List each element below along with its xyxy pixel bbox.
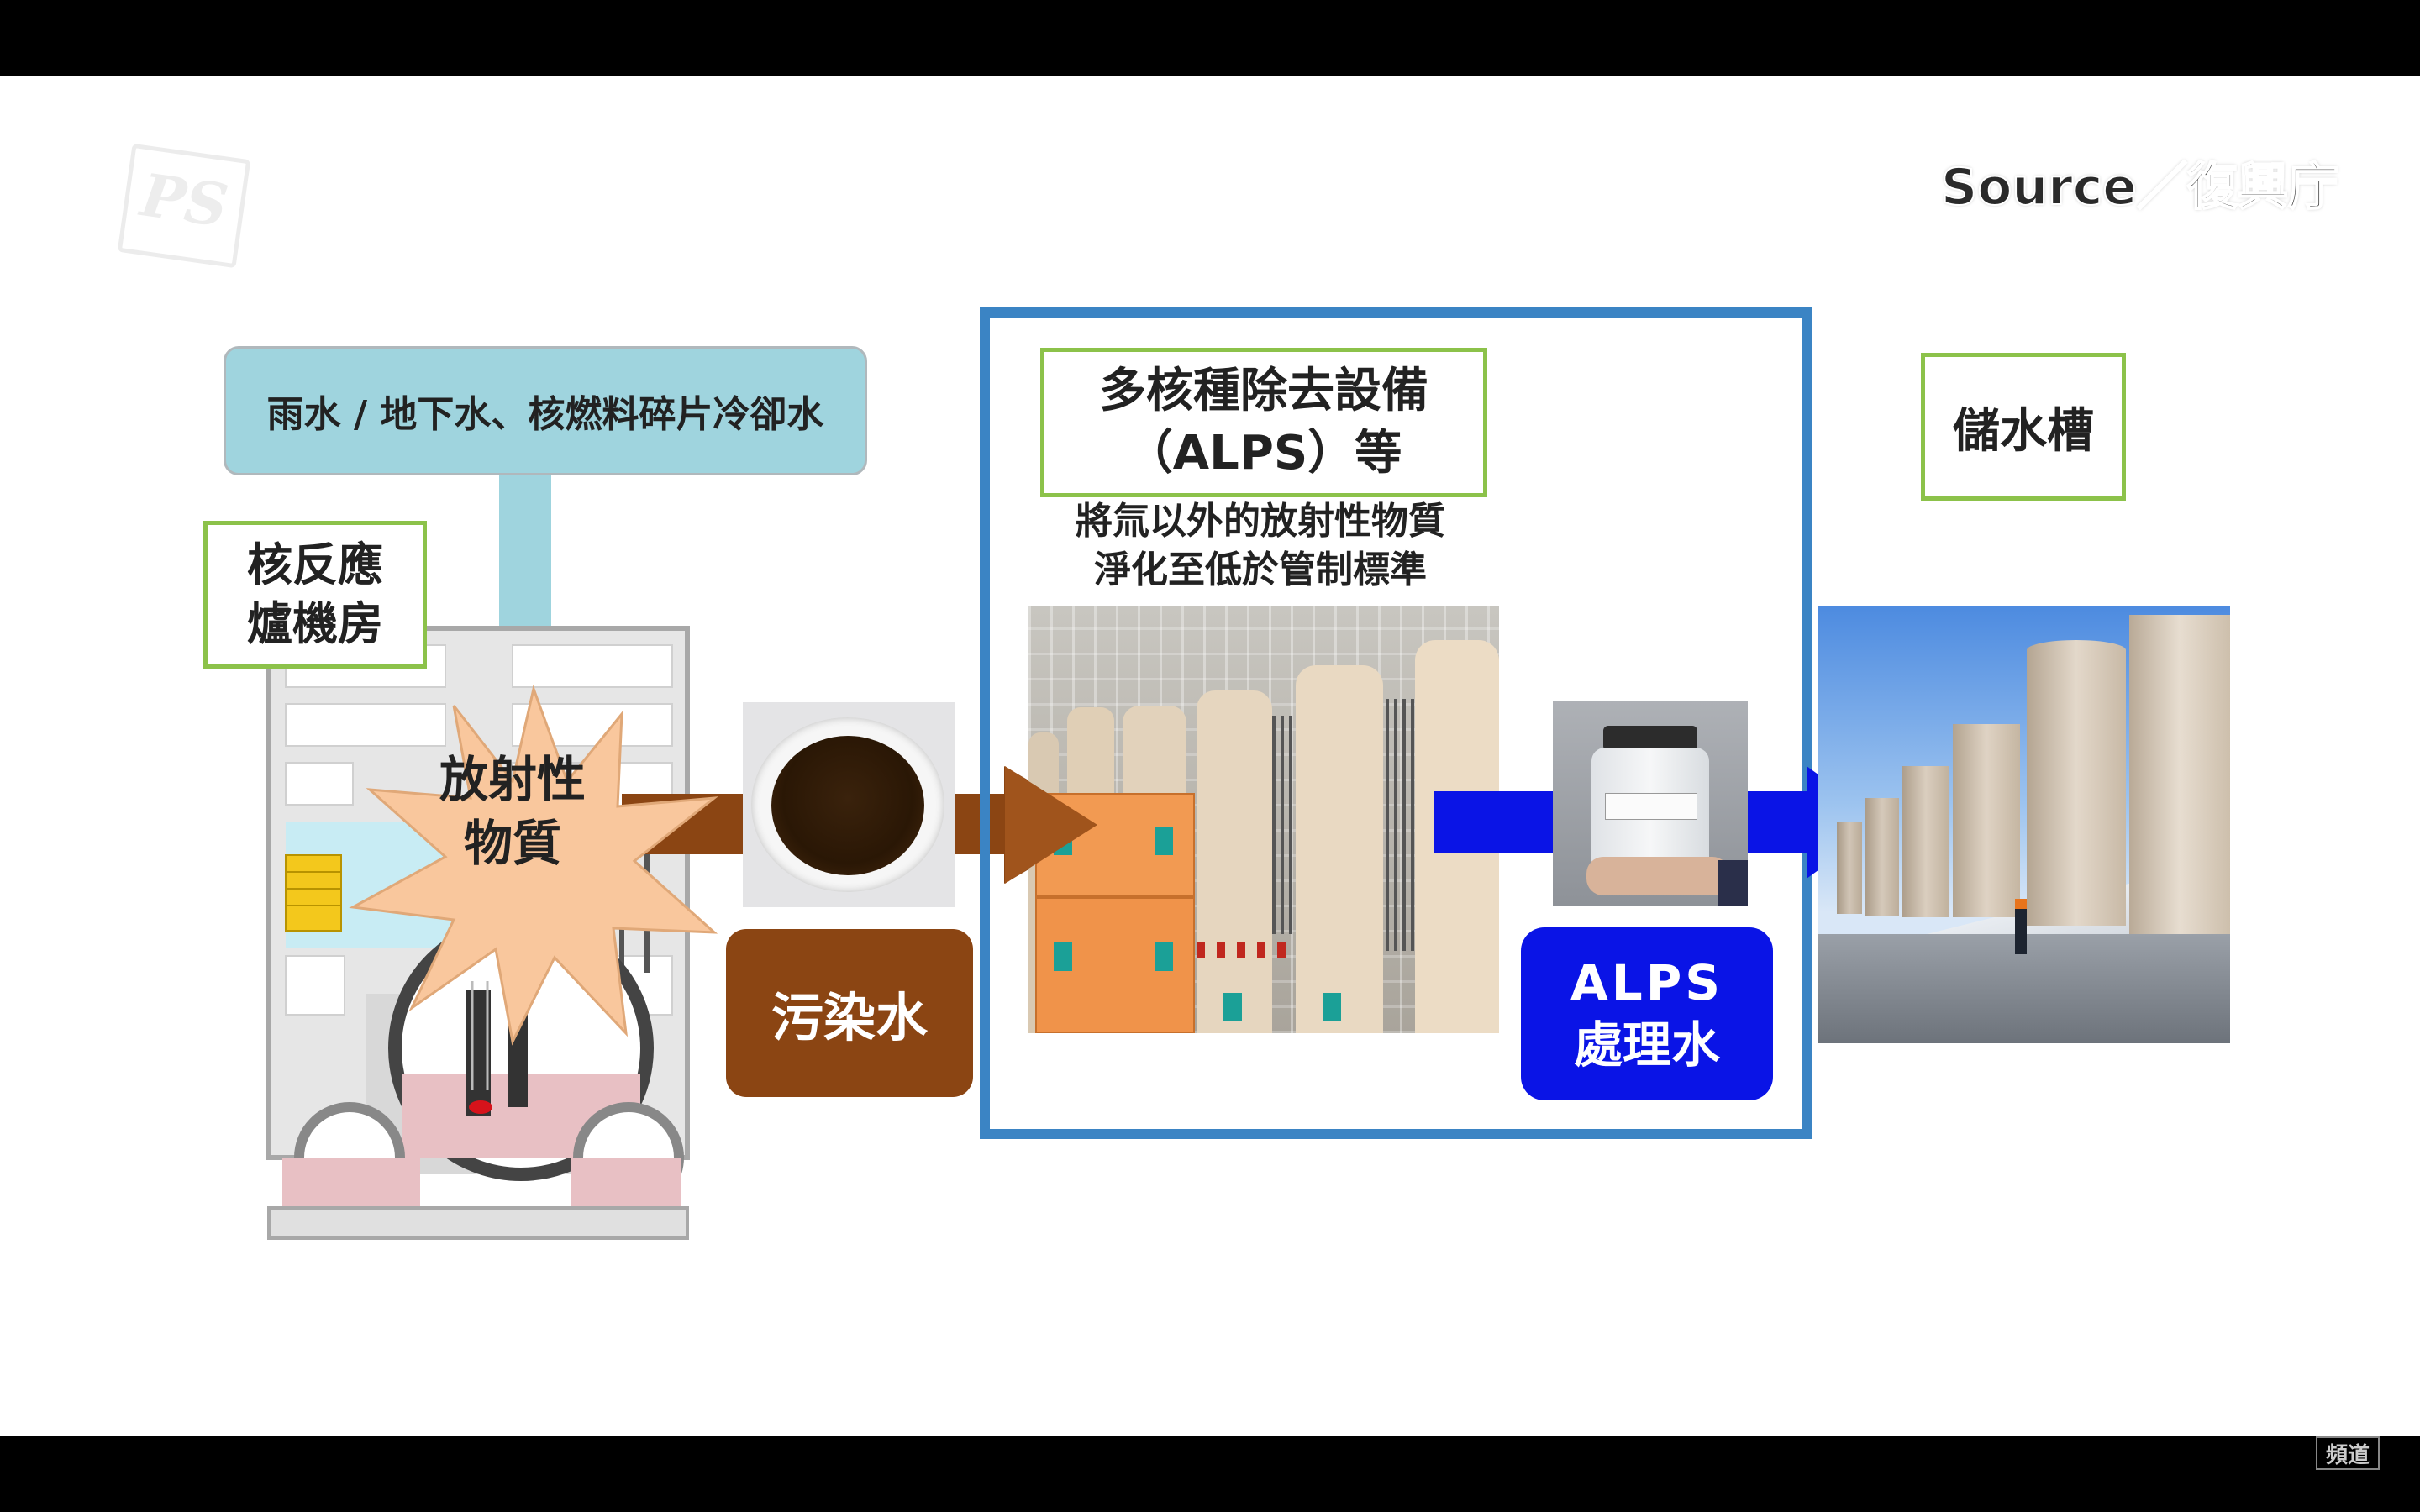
treated-water-photo [1553, 701, 1748, 906]
alps-green-tag-3 [1054, 942, 1072, 971]
radioactive-label: 放射性 物質 [403, 748, 622, 875]
alps-red-valves [1197, 942, 1297, 958]
tank-4 [1902, 766, 1949, 917]
alps-title-box: 多核種除去設備 （ALPS）等 [1040, 348, 1487, 497]
radioactive-line2: 物質 [463, 815, 561, 872]
reactor-building-label: 核反應 爐機房 [203, 521, 427, 669]
bowl-water [771, 736, 924, 875]
alps-pipes-2 [1386, 699, 1414, 951]
alps-frame [980, 307, 1812, 1139]
tank-3 [1953, 724, 2020, 917]
treated-water-line2: 處理水 [1573, 1016, 1720, 1074]
sleeve [1718, 860, 1748, 906]
contaminated-water-badge: 污染水 [726, 929, 973, 1097]
alps-green-tag-2 [1155, 827, 1173, 855]
channel-badge: 頻道 [2316, 1436, 2380, 1470]
ps-logo-letters: PS [136, 160, 233, 241]
alps-green-tag-5 [1223, 993, 1242, 1021]
reactor-building-line2: 爐機房 [247, 597, 383, 650]
alps-pipes [1272, 716, 1297, 934]
tank-2 [2027, 640, 2126, 926]
tank-6 [1837, 822, 1862, 914]
contaminated-water-photo [743, 702, 955, 907]
diagram-canvas: PS Source／復興庁 雨水 / 地下水、核燃料碎片冷卻水 [0, 76, 2420, 1436]
source-label: Source／復興庁 [1940, 157, 2339, 218]
tank-1 [2129, 615, 2230, 934]
tank-5 [1865, 798, 1899, 916]
channel-badge-text: 頻道 [2325, 1442, 2370, 1468]
alps-equipment-photo [1028, 606, 1499, 1033]
storage-tank-text: 儲水槽 [1953, 403, 2094, 459]
alps-green-tag-4 [1155, 942, 1173, 971]
treated-water-line1: ALPS [1570, 954, 1724, 1011]
alps-tank-4 [1197, 690, 1272, 1033]
alps-title-line1: 多核種除去設備 [1099, 364, 1428, 418]
inflow-label: 雨水 / 地下水、核燃料碎片冷卻水 [266, 393, 824, 436]
alps-description: 將氚以外的放射性物質 淨化至低於管制標準 [1025, 497, 1496, 595]
radioactive-burst [349, 684, 718, 1046]
worker [2015, 899, 2027, 954]
inflow-box: 雨水 / 地下水、核燃料碎片冷卻水 [224, 346, 867, 475]
storage-tank-label: 儲水槽 [1921, 353, 2126, 501]
alps-green-tag-6 [1323, 993, 1341, 1021]
treated-water-badge: ALPS 處理水 [1521, 927, 1773, 1100]
alps-title-line2: （ALPS）等 [1125, 426, 1402, 480]
ps-logo: PS [117, 143, 251, 269]
contaminated-water-label: 污染水 [771, 987, 928, 1048]
hand [1586, 857, 1729, 895]
reactor-building-line1: 核反應 [247, 538, 383, 591]
radioactive-line1: 放射性 [439, 751, 586, 808]
alps-desc-line2: 淨化至低於管制標準 [1094, 549, 1427, 591]
bottle-label [1605, 793, 1697, 820]
alps-tank-5 [1296, 665, 1383, 1033]
storage-tanks-photo [1818, 606, 2230, 1043]
alps-inlet-arrowhead [1005, 766, 1097, 884]
bottle-cap [1603, 726, 1697, 751]
alps-desc-line1: 將氚以外的放射性物質 [1076, 500, 1445, 543]
